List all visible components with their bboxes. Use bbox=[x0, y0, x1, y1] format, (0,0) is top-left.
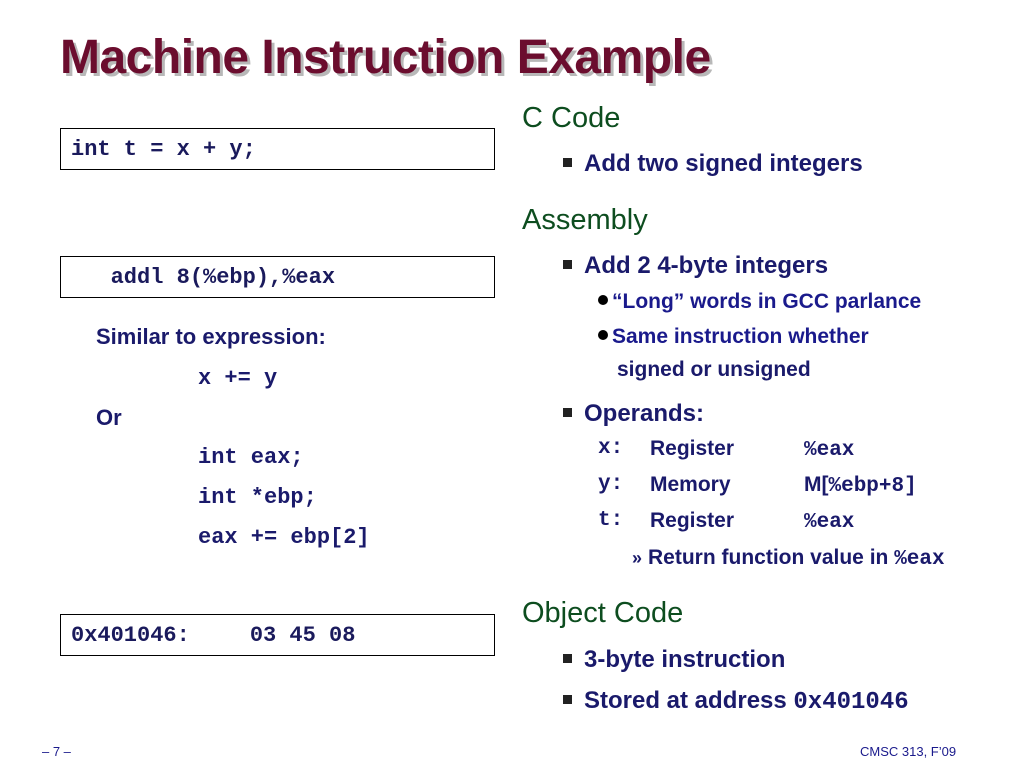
object-code-heading: Object Code bbox=[522, 597, 684, 629]
similar-label: Similar to expression: bbox=[96, 324, 326, 349]
operand-kind: Register bbox=[650, 437, 735, 460]
assembly-bullet: Add 2 4-byte integers bbox=[563, 252, 828, 280]
operand-loc: M[%ebp+8] bbox=[804, 473, 917, 498]
assembly-sub-bullet-1: “Long” words in GCC parlance bbox=[598, 290, 921, 314]
operand-row-x: x: Register %eax bbox=[598, 437, 1018, 463]
object-code-address: 0x401046 bbox=[793, 689, 909, 716]
round-bullet-icon bbox=[598, 330, 608, 341]
or-label: Or bbox=[96, 405, 122, 430]
c-code-box: int t = x + y; bbox=[60, 128, 495, 170]
operands-label: Operands: bbox=[584, 400, 705, 427]
return-text: Return function value in bbox=[648, 546, 895, 569]
alt-line-3: eax += ebp[2] bbox=[198, 525, 370, 550]
operand-row-y: y: Memory M[%ebp+8] bbox=[598, 473, 1018, 499]
return-code: %eax bbox=[894, 548, 945, 571]
assembly-bullet-text: Add 2 4-byte integers bbox=[584, 252, 829, 279]
slide-title: Machine Instruction Example bbox=[60, 31, 711, 84]
square-bullet-icon bbox=[563, 654, 572, 664]
alt-line-1: int eax; bbox=[198, 445, 304, 470]
assembly-box: addl 8(%ebp),%eax bbox=[60, 256, 495, 298]
operands-bullet: Operands: bbox=[563, 400, 704, 428]
operand-loc: %eax bbox=[804, 439, 855, 462]
c-code-heading: C Code bbox=[522, 102, 621, 134]
square-bullet-icon bbox=[563, 695, 572, 705]
round-bullet-icon bbox=[598, 295, 608, 306]
return-value-note: »Return function value in %eax bbox=[632, 546, 945, 571]
similar-expr: x += y bbox=[198, 366, 278, 391]
alt-line-2: int *ebp; bbox=[198, 485, 317, 510]
operand-var: x: bbox=[598, 437, 624, 460]
chevron-right-icon: » bbox=[632, 548, 643, 568]
object-code-bullet-1: 3-byte instruction bbox=[563, 646, 785, 674]
object-bytes: 03 45 08 bbox=[249, 622, 356, 648]
assembly-sub-2-line-1: Same instruction whether bbox=[612, 325, 869, 348]
operand-var: t: bbox=[598, 509, 624, 532]
c-code-text: int t = x + y; bbox=[71, 136, 256, 162]
page-number: – 7 – bbox=[42, 744, 71, 759]
operand-row-t: t: Register %eax bbox=[598, 509, 1018, 535]
assembly-sub-2-line-2: signed or unsigned bbox=[617, 358, 811, 381]
square-bullet-icon bbox=[563, 158, 572, 168]
operand-kind: Register bbox=[650, 509, 735, 532]
object-code-bullet-2-text: Stored at address bbox=[584, 687, 794, 714]
object-code-bullet-2: Stored at address 0x401046 bbox=[563, 687, 909, 716]
assembly-sub-1-text: “Long” words in GCC parlance bbox=[612, 290, 922, 313]
object-addr: 0x401046: bbox=[71, 622, 190, 648]
course-label: CMSC 313, F’09 bbox=[860, 744, 957, 759]
c-code-bullet-text: Add two signed integers bbox=[584, 150, 863, 177]
object-code-box: 0x401046: 03 45 08 bbox=[60, 614, 495, 656]
square-bullet-icon bbox=[563, 260, 572, 270]
assembly-text: addl 8(%ebp),%eax bbox=[71, 264, 336, 290]
assembly-heading: Assembly bbox=[522, 204, 648, 236]
c-code-bullet: Add two signed integers bbox=[563, 150, 863, 178]
operand-loc: %eax bbox=[804, 511, 855, 534]
object-code-bullet-1-text: 3-byte instruction bbox=[584, 646, 786, 673]
operand-kind: Memory bbox=[650, 473, 731, 496]
square-bullet-icon bbox=[563, 408, 572, 418]
assembly-sub-bullet-2: Same instruction whether bbox=[598, 325, 869, 349]
operand-var: y: bbox=[598, 473, 624, 496]
